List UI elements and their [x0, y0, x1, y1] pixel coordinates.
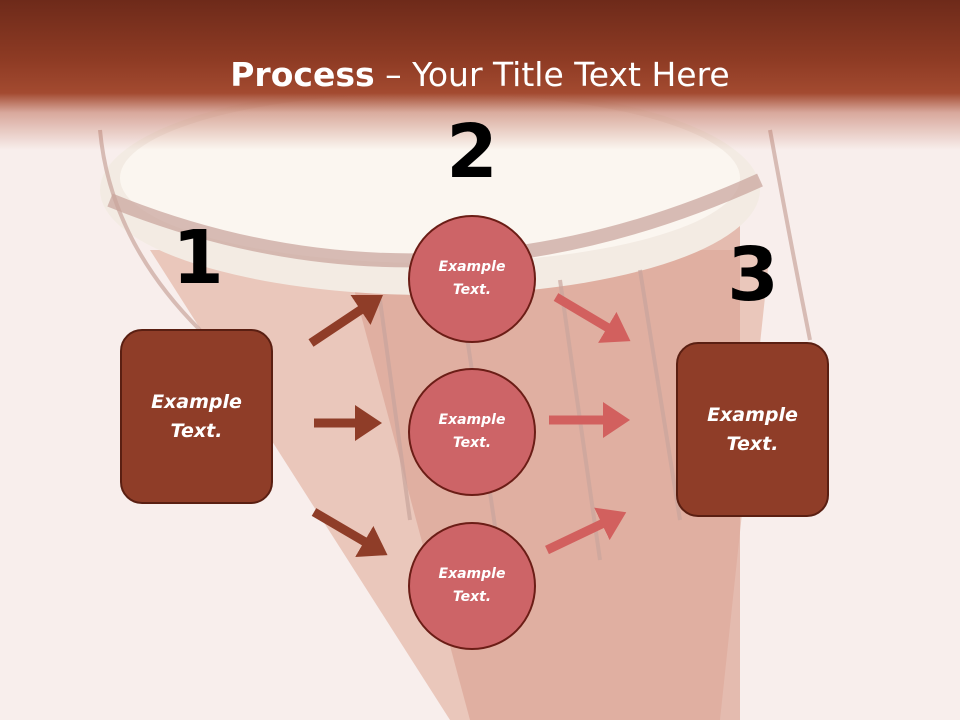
arrow-bottom-to-3: [545, 507, 627, 555]
arrow-1-to-top: [308, 295, 383, 347]
step-2-circle-middle: Example Text.: [408, 368, 536, 496]
circle-top-line1: Example: [438, 259, 506, 275]
slide-title: Process – Your Title Text Here: [0, 52, 960, 98]
circle-top-line2: Text.: [452, 282, 492, 298]
step-3-text-line2: Text.: [726, 432, 779, 455]
title-bold: Process: [230, 55, 375, 94]
circle-bottom-line2: Text.: [452, 589, 492, 605]
step-3-box: Example Text.: [676, 342, 829, 517]
circle-bottom-line1: Example: [438, 566, 506, 582]
title-rest: – Your Title Text Here: [374, 55, 730, 94]
step-2-circle-top: Example Text.: [408, 215, 536, 343]
step-number-2: 2: [446, 109, 498, 195]
title-bar: [0, 0, 960, 150]
step-number-3: 3: [727, 232, 779, 318]
arrow-top-to-3: [553, 293, 631, 343]
step-1-text-line1: Example: [151, 390, 242, 413]
step-1-text-line2: Text.: [170, 419, 223, 442]
step-1-box: Example Text.: [120, 329, 273, 504]
circle-middle-line2: Text.: [452, 435, 492, 451]
arrow-1-to-bottom: [311, 508, 388, 557]
circle-middle-line1: Example: [438, 412, 506, 428]
step-number-1: 1: [172, 215, 224, 301]
step-3-text-line1: Example: [707, 403, 798, 426]
step-2-circle-bottom: Example Text.: [408, 522, 536, 650]
